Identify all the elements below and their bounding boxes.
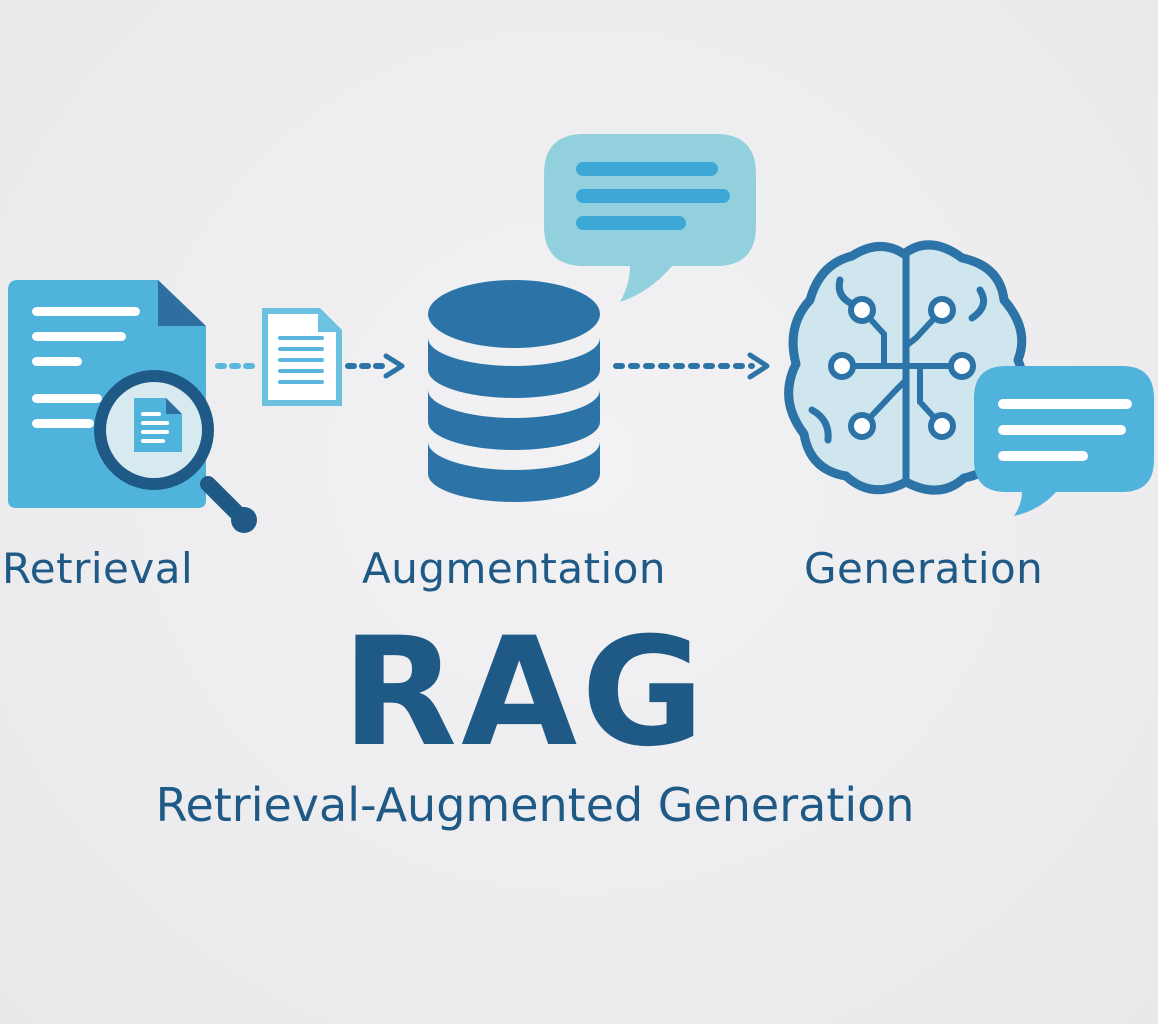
magnifier-icon [94, 370, 257, 533]
flow-arrow-1 [215, 353, 405, 379]
flow-arrow-2 [613, 352, 770, 380]
acronym-expansion: Retrieval-Augmented Generation [155, 778, 915, 832]
database-icon [428, 280, 600, 502]
brain-circuit-icon [784, 240, 1029, 495]
context-document-icon [262, 308, 342, 406]
stage-label-generation: Generation [804, 544, 1044, 593]
stage-label-augmentation: Augmentation [362, 544, 667, 593]
speech-bubble-right-icon [974, 366, 1154, 516]
acronym-title: RAG [341, 606, 709, 780]
stage-label-retrieval: Retrieval [2, 544, 194, 593]
speech-bubble-top-icon [544, 134, 756, 302]
